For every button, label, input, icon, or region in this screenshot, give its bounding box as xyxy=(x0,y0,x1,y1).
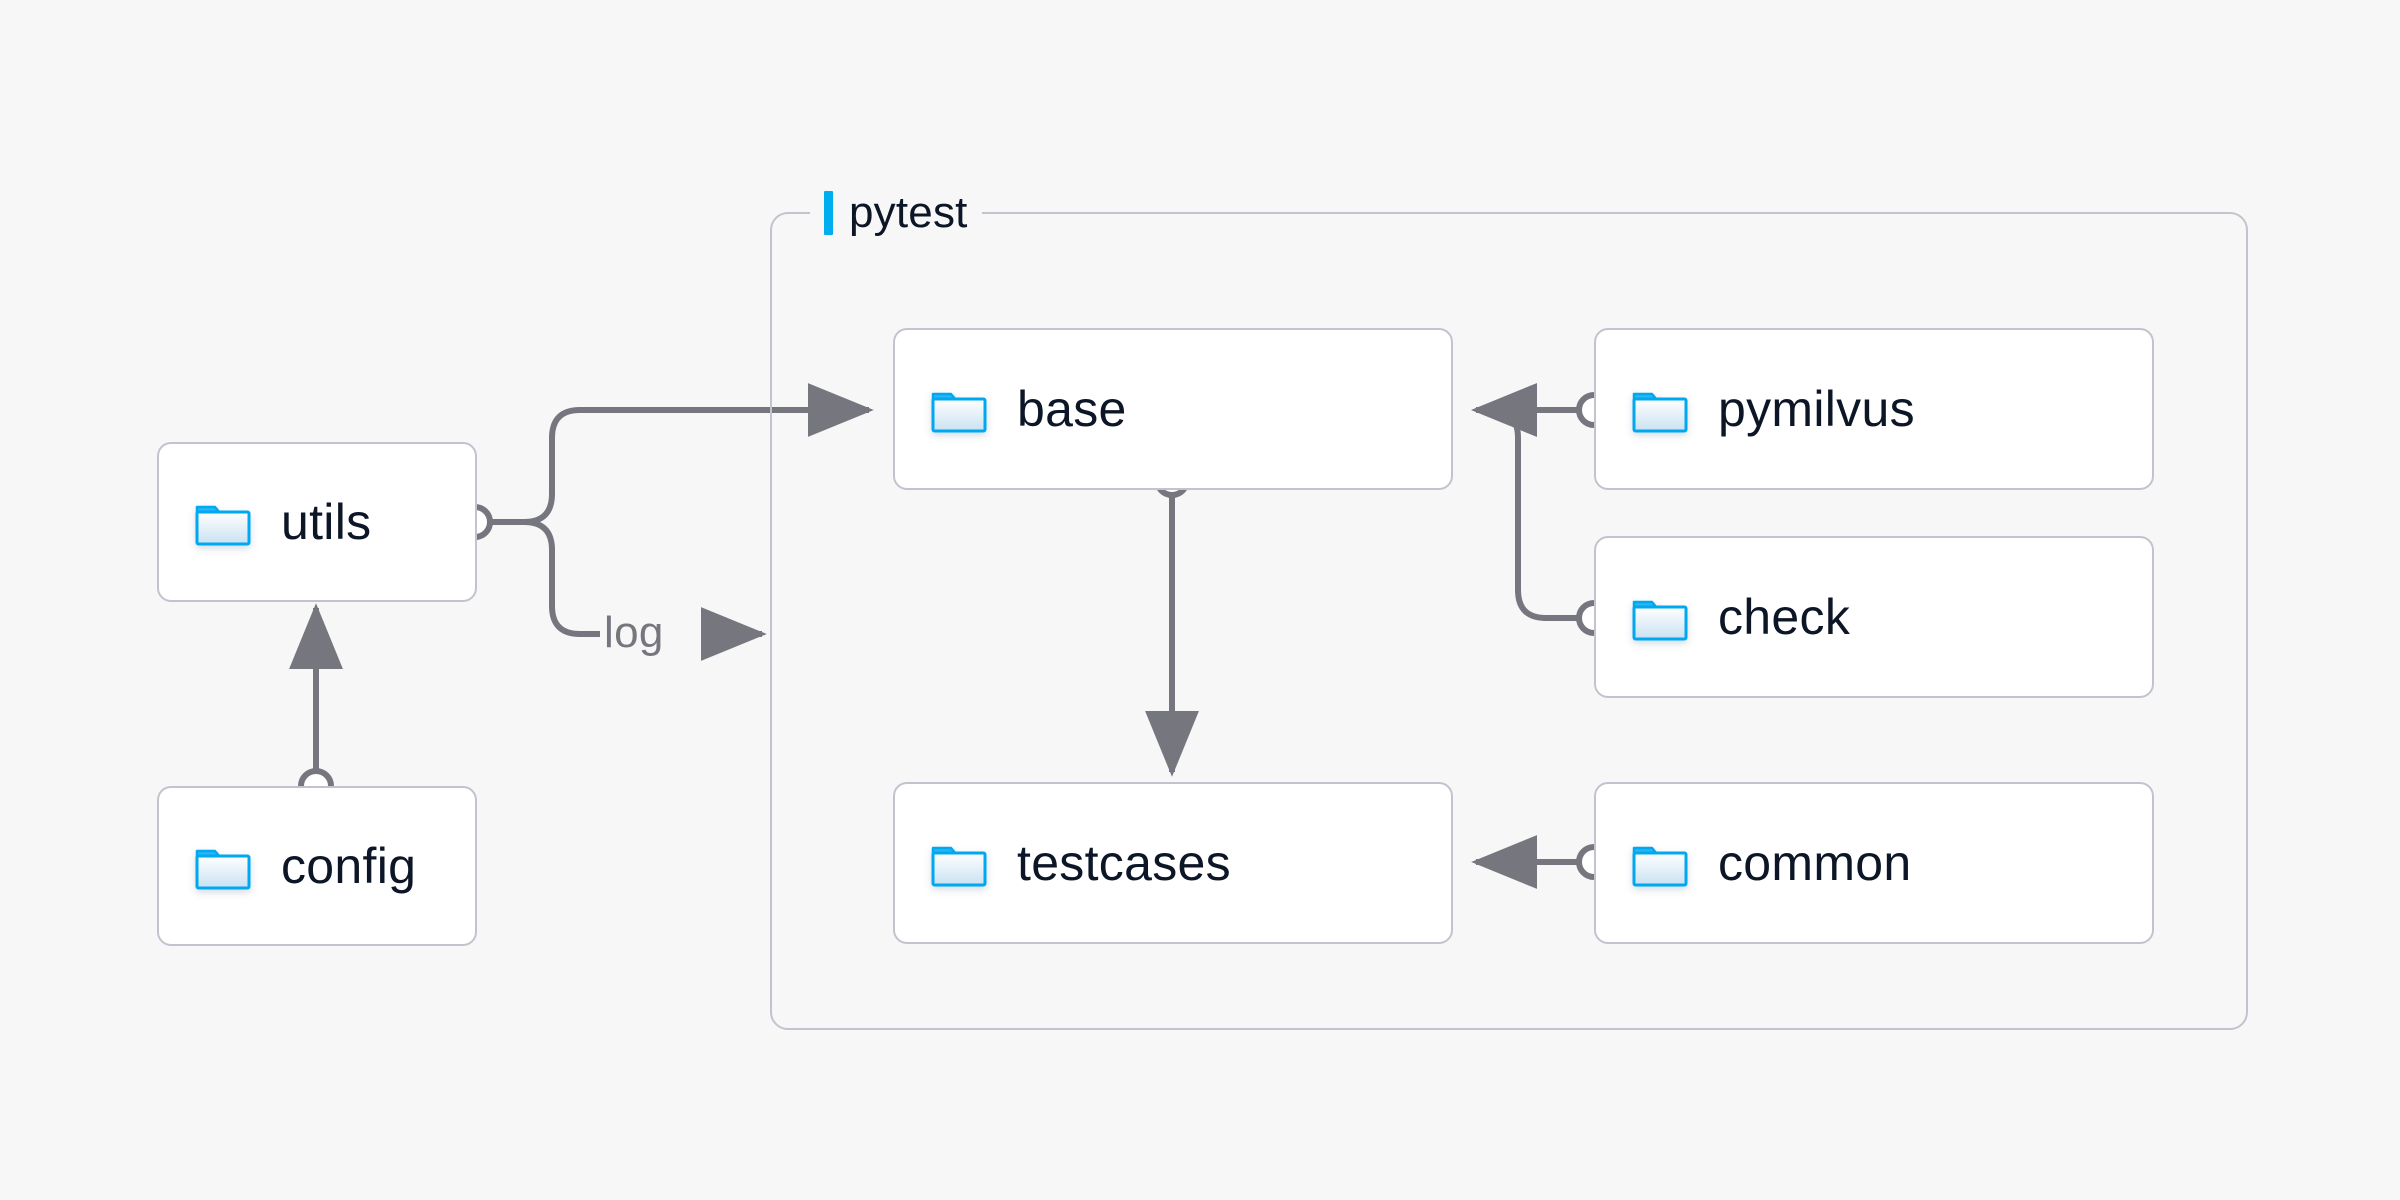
node-label: utils xyxy=(281,494,372,550)
node-label: pymilvus xyxy=(1718,381,1915,437)
node-pymilvus[interactable]: pymilvus xyxy=(1594,328,2154,490)
folder-icon xyxy=(195,498,251,546)
node-testcases[interactable]: testcases xyxy=(893,782,1453,944)
accent-bar-icon xyxy=(824,191,833,235)
node-label: check xyxy=(1718,589,1851,645)
node-label: testcases xyxy=(1017,835,1231,891)
node-label: common xyxy=(1718,835,1912,891)
folder-icon xyxy=(1632,839,1688,887)
node-label: config xyxy=(281,838,417,894)
node-config[interactable]: config xyxy=(157,786,477,946)
folder-icon xyxy=(931,385,987,433)
node-label: base xyxy=(1017,381,1127,437)
folder-icon xyxy=(931,839,987,887)
node-common[interactable]: common xyxy=(1594,782,2154,944)
folder-icon xyxy=(1632,385,1688,433)
folder-icon xyxy=(1632,593,1688,641)
node-utils[interactable]: utils xyxy=(157,442,477,602)
group-label-pytest: pytest xyxy=(810,185,982,241)
edge-label-log: log xyxy=(604,608,664,657)
group-title-text: pytest xyxy=(849,188,968,237)
node-check[interactable]: check xyxy=(1594,536,2154,698)
edge-utils-to-pytest-log xyxy=(523,519,600,637)
node-base[interactable]: base xyxy=(893,328,1453,490)
folder-icon xyxy=(195,842,251,890)
group-container-pytest xyxy=(770,212,2248,1030)
